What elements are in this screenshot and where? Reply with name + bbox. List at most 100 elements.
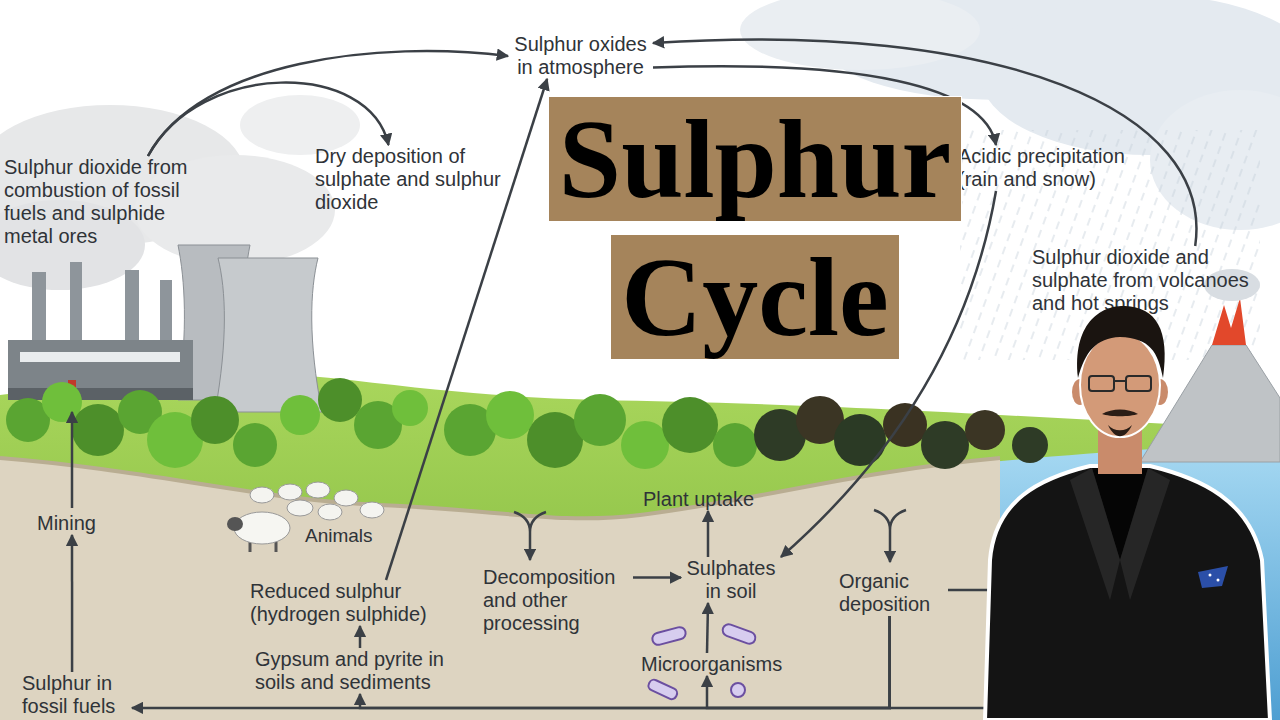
- cycle-arrow: [71, 535, 74, 672]
- dark-tree: [1012, 427, 1048, 463]
- cycle-stage: Sulphates in soil: [681, 557, 781, 603]
- tree: [574, 394, 626, 446]
- tree: [280, 395, 320, 435]
- stage-text: Decomposition and other processing: [483, 566, 633, 635]
- cycle-arrow: [148, 83, 389, 156]
- sheep: [234, 512, 290, 544]
- stage-text: Reduced sulphur (hydrogen sulphide): [250, 580, 450, 626]
- cloud: [740, 0, 980, 70]
- soil-edge: [0, 458, 1000, 518]
- presenter-suit: [985, 466, 1270, 720]
- stage-text: Sulphur oxides in atmosphere: [508, 33, 653, 79]
- ocean-line: [890, 707, 995, 710]
- soil: [0, 458, 1000, 720]
- stage-text: Sulphur dioxide from combustion of fossi…: [4, 156, 204, 248]
- stage-text: Sulphates in soil: [681, 557, 781, 603]
- cycle-stage: Reduced sulphur (hydrogen sulphide): [250, 580, 450, 626]
- stage-text: Microorganisms: [641, 653, 796, 676]
- cycle-arrow: [707, 603, 708, 653]
- picture-label: Animals: [305, 524, 373, 547]
- sheep: [318, 504, 342, 520]
- cycle-stage: Plant uptake: [643, 488, 768, 511]
- presenter-ear: [1152, 379, 1168, 405]
- bacterium: [721, 623, 757, 646]
- sheep-head: [227, 517, 243, 531]
- bacterium: [647, 678, 679, 701]
- cycle-stage: Acidic precipitation (rain and snow): [958, 145, 1148, 191]
- sheep: [250, 487, 274, 503]
- stage-text: Dry deposition of sulphate and sulphur d…: [315, 145, 525, 214]
- dark-tree: [965, 410, 1005, 450]
- merge-arrow: [529, 532, 532, 560]
- tree: [662, 397, 718, 453]
- stage-text: Mining: [37, 512, 107, 535]
- cycle-stage: Gypsum and pyrite in soils and sediments: [255, 648, 455, 694]
- presenter-face: [1080, 333, 1160, 437]
- cycle-stage: Sulphur dioxide from combustion of fossi…: [4, 156, 204, 248]
- pocket-square-dot: [1209, 574, 1212, 577]
- stage-text: Acidic precipitation (rain and snow): [958, 145, 1148, 191]
- cycle-stage: Organic deposition: [839, 570, 949, 616]
- ocean: [990, 440, 1280, 720]
- cooling-tower: [215, 258, 322, 412]
- cycle-arrow: [148, 51, 508, 156]
- tree: [621, 421, 669, 469]
- presenter-shirt: [1092, 468, 1148, 560]
- factory-base: [8, 388, 193, 400]
- ocean-line: [948, 589, 995, 592]
- stage-text: Sulphur dioxide and sulphate from volcan…: [1032, 246, 1272, 315]
- bacterium: [731, 683, 745, 697]
- merge-arrow: [889, 530, 892, 562]
- factory-building: [8, 340, 193, 400]
- sheep: [360, 502, 384, 518]
- tree: [72, 404, 124, 456]
- dark-tree: [834, 414, 886, 466]
- tree: [713, 423, 757, 467]
- factory-windows: [20, 352, 180, 362]
- presenter-neck: [1098, 428, 1142, 474]
- cycle-arrow: [359, 626, 362, 648]
- stage-text: Plant uptake: [643, 488, 768, 511]
- cycle-stage: Microorganisms: [641, 653, 796, 676]
- tree: [233, 423, 277, 467]
- stage-text: Organic deposition: [839, 570, 949, 616]
- tree: [42, 382, 82, 422]
- title-box: Sulphur Cycle: [540, 90, 970, 366]
- cycle-arrow: [633, 576, 681, 579]
- presenter-glasses: [1126, 376, 1151, 391]
- presenter-beard: [1108, 425, 1132, 436]
- cycle-stage: Sulphur oxides in atmosphere: [508, 33, 653, 79]
- grassland: [0, 375, 1280, 720]
- sheep: [334, 490, 358, 506]
- pocket-square: [1198, 566, 1228, 588]
- presenter-lapel: [1070, 468, 1120, 600]
- presenter-hair: [1077, 306, 1165, 378]
- tree: [486, 391, 534, 439]
- cycle-stage: Mining: [37, 512, 107, 535]
- sheep: [278, 484, 302, 500]
- lava: [1212, 298, 1246, 345]
- dark-tree: [921, 421, 969, 469]
- dark-tree: [883, 403, 927, 447]
- tree: [191, 396, 239, 444]
- cycle-arrow: [707, 511, 710, 557]
- presenter-lapel: [1120, 468, 1170, 600]
- merge-funnel: [874, 510, 906, 530]
- tree: [392, 390, 428, 426]
- presenter-ear: [1072, 379, 1088, 405]
- stage-text: Sulphur in fossil fuels: [22, 672, 132, 718]
- bacterium: [651, 626, 687, 646]
- cycle-stage: Dry deposition of sulphate and sulphur d…: [315, 145, 525, 214]
- presenter-moustache: [1102, 410, 1138, 417]
- tree: [318, 378, 362, 422]
- volcano: [1140, 345, 1280, 462]
- merge-funnel: [514, 512, 546, 532]
- stage-text: Gypsum and pyrite in soils and sediments: [255, 648, 455, 694]
- cycle-stage: Sulphur in fossil fuels: [22, 672, 132, 718]
- title-text: Sulphur Cycle: [549, 97, 961, 359]
- cycle-stage: Decomposition and other processing: [483, 566, 633, 635]
- sheep: [287, 500, 313, 516]
- sheep: [306, 482, 330, 498]
- presenter-glasses: [1089, 376, 1114, 391]
